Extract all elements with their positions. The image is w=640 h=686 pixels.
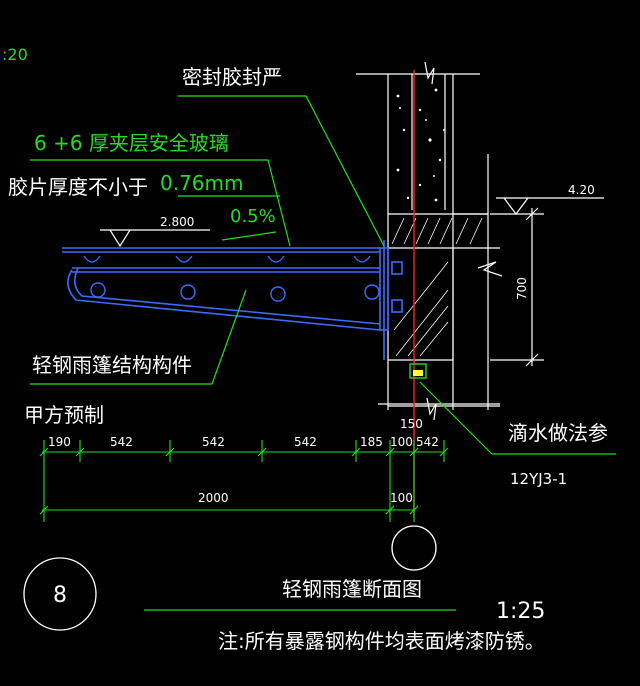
drip-label: 滴水做法参 [508, 421, 608, 445]
drawing-title: 轻钢雨篷断面图 [282, 577, 422, 601]
slope-label: 0.5% [230, 206, 276, 227]
glass-label: 6 +6 厚夹层安全玻璃 [34, 131, 229, 155]
drawing-scale: 1:25 [496, 599, 545, 624]
detail-number: 8 [53, 583, 67, 608]
detail-number-circle [23, 557, 97, 631]
drip-element [409, 363, 427, 379]
prefab-label: 甲方预制 [24, 403, 104, 427]
elevation-right-text: 4.20 [568, 183, 595, 197]
axis-bubble [391, 525, 437, 571]
drip-fill [413, 370, 423, 376]
dim-text: 542 [294, 435, 317, 449]
dim-text: 542 [202, 435, 225, 449]
concrete-hatch [396, 88, 445, 202]
sealant-label: 密封胶封严 [182, 65, 282, 89]
dim-total-text: 2000 [198, 491, 229, 505]
canopy-steel [62, 240, 403, 360]
dim-text: 100 [390, 435, 413, 449]
dim-text: 190 [48, 435, 71, 449]
dim-offset-text: 100 [390, 491, 413, 505]
dimension-top-row: 190 542 542 542 185 100 542 [48, 435, 439, 449]
break-marks [424, 61, 503, 421]
film-label: 胶片厚度不小于 [8, 175, 148, 199]
scale-corner-text: :20 [2, 45, 28, 64]
dim-150-text: 150 [400, 417, 423, 431]
concrete-wall [356, 73, 500, 410]
elevation-left-text: 2.800 [160, 215, 194, 229]
slab-hatch [391, 217, 483, 357]
dimension-lines [39, 440, 449, 522]
elevation-left [100, 229, 210, 248]
height-700-text: 700 [515, 277, 529, 300]
elevation-right [490, 197, 604, 367]
leader-lines [30, 95, 616, 455]
drawing-note: 注:所有暴露钢构件均表面烤漆防锈。 [218, 629, 545, 653]
film-value: 0.76mm [160, 171, 244, 195]
glass-clamps [83, 255, 371, 263]
dim-text: 542 [416, 435, 439, 449]
dim-text: 185 [360, 435, 383, 449]
steel-member-label: 轻钢雨篷结构构件 [32, 353, 192, 377]
drip-reference: 12YJ3-1 [510, 470, 567, 488]
dim-text: 542 [110, 435, 133, 449]
tube-holes [90, 282, 380, 302]
